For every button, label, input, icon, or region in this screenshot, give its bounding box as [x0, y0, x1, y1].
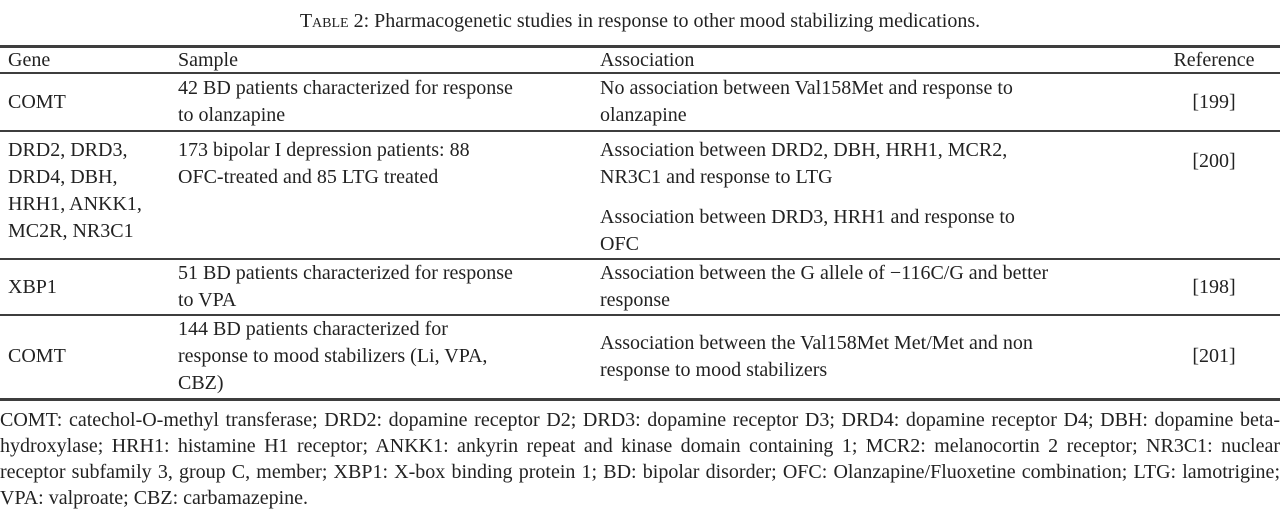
table-row: COMT 144 BD patients characterized for r…	[0, 315, 1280, 399]
association-paragraph: Association between DRD3, HRH1 and respo…	[600, 206, 1015, 255]
gene-cell: XBP1	[8, 275, 57, 298]
column-header-association: Association	[600, 49, 695, 71]
gene-cell: DRD2, DRD3, DRD4, DBH, HRH1, ANKK1, MC2R…	[8, 139, 142, 242]
association-cell: Association between the G allele of −116…	[592, 259, 1148, 315]
pharmacogenetic-table: Gene Sample Association Reference COMT 4…	[0, 45, 1280, 401]
association-cell: No association between Val158Met and res…	[592, 73, 1148, 131]
association-paragraph: Association between DRD2, DBH, HRH1, MCR…	[600, 139, 1008, 188]
sample-cell: 144 BD patients characterized for respon…	[178, 318, 488, 395]
table-caption-label: Table 2:	[299, 10, 370, 32]
table-row: XBP1 51 BD patients characterized for re…	[0, 259, 1280, 315]
table-caption-text: Pharmacogenetic studies in response to o…	[374, 10, 981, 32]
association-cell: Association between the Val158Met Met/Me…	[592, 315, 1148, 399]
column-header-gene: Gene	[8, 49, 51, 71]
sample-cell: 42 BD patients characterized for respons…	[178, 77, 513, 126]
reference-cell: [201]	[1192, 345, 1236, 368]
reference-cell: [198]	[1192, 275, 1236, 298]
table-row: DRD2, DRD3, DRD4, DBH, HRH1, ANKK1, MC2R…	[0, 131, 1280, 259]
gene-cell: COMT	[8, 90, 66, 113]
table-caption: Table 2: Pharmacogenetic studies in resp…	[0, 0, 1280, 45]
gene-cell: COMT	[8, 345, 66, 368]
reference-cell: [199]	[1192, 90, 1236, 113]
header-row: Gene Sample Association Reference	[0, 47, 1280, 73]
table-footnote: COMT: catechol-O-methyl transferase; DRD…	[0, 408, 1280, 509]
association-cell: Association between DRD2, DBH, HRH1, MCR…	[592, 131, 1148, 259]
association-paragraph: Association between the G allele of −116…	[600, 262, 1049, 311]
sample-cell: 173 bipolar I depression patients: 88 OF…	[178, 139, 470, 188]
association-paragraph: No association between Val158Met and res…	[600, 77, 1013, 126]
column-header-reference: Reference	[1173, 49, 1255, 71]
association-paragraph: Association between the Val158Met Met/Me…	[600, 331, 1033, 381]
sample-cell: 51 BD patients characterized for respons…	[178, 262, 513, 311]
column-header-sample: Sample	[178, 49, 238, 71]
reference-cell: [200]	[1192, 150, 1236, 172]
table-row: COMT 42 BD patients characterized for re…	[0, 73, 1280, 131]
